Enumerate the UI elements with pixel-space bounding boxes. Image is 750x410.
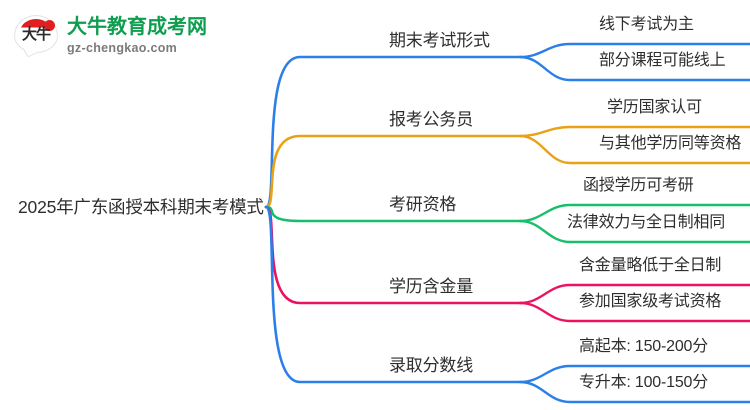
mindmap-leaf-node-4-2[interactable]: 参加国家级考试资格	[579, 293, 722, 310]
logo-text-block: 大牛教育成考网 gz-chengkao.com	[67, 17, 207, 55]
mindmap-connector	[264, 205, 522, 223]
mindmap-leaf-node-1-2[interactable]: 部分课程可能线上	[599, 52, 726, 69]
mindmap-branch-node-4[interactable]: 学历含金量	[389, 277, 473, 296]
logo-mark-icon: 大牛	[14, 13, 60, 59]
mindmap-connector	[264, 134, 522, 209]
site-logo: 大牛 大牛教育成考网 gz-chengkao.com	[14, 8, 207, 64]
mindmap-connector	[518, 219, 750, 244]
mindmap-connector	[518, 134, 750, 165]
mindmap-branch-node-2[interactable]: 报考公务员	[389, 110, 473, 129]
logo-title: 大牛教育成考网	[67, 16, 207, 39]
mindmap-branch-node-5[interactable]: 录取分数线	[389, 356, 473, 375]
mindmap-leaf-node-2-2[interactable]: 与其他学历同等资格	[599, 135, 742, 152]
mindmap-connector	[518, 380, 750, 404]
mindmap-branch-node-3[interactable]: 考研资格	[389, 195, 457, 214]
mindmap-leaf-node-3-1[interactable]: 函授学历可考研	[583, 177, 694, 194]
mindmap-connector	[264, 55, 522, 209]
mindmap-connector	[518, 301, 750, 323]
mindmap-connector	[518, 55, 750, 82]
mindmap-leaf-node-2-1[interactable]: 学历国家认可	[607, 99, 702, 116]
mindmap-leaf-node-4-1[interactable]: 含金量略低于全日制	[579, 257, 722, 274]
logo-subtitle: gz-chengkao.com	[67, 41, 178, 56]
mindmap-leaf-node-3-2[interactable]: 法律效力与全日制相同	[567, 214, 726, 231]
logo-dot-shape	[44, 20, 55, 31]
mindmap-leaf-node-5-1[interactable]: 高起本: 150-200分	[579, 338, 709, 355]
mindmap-branch-node-1[interactable]: 期末考试形式	[389, 31, 490, 50]
mindmap-leaf-node-1-1[interactable]: 线下考试为主	[599, 16, 694, 33]
mindmap-root-node[interactable]: 2025年广东函授本科期末考模式	[18, 197, 264, 217]
logo-mark-label: 大牛	[21, 25, 51, 43]
mindmap-leaf-node-5-2[interactable]: 专升本: 100-150分	[579, 374, 709, 391]
mindmap-connector	[264, 205, 522, 384]
